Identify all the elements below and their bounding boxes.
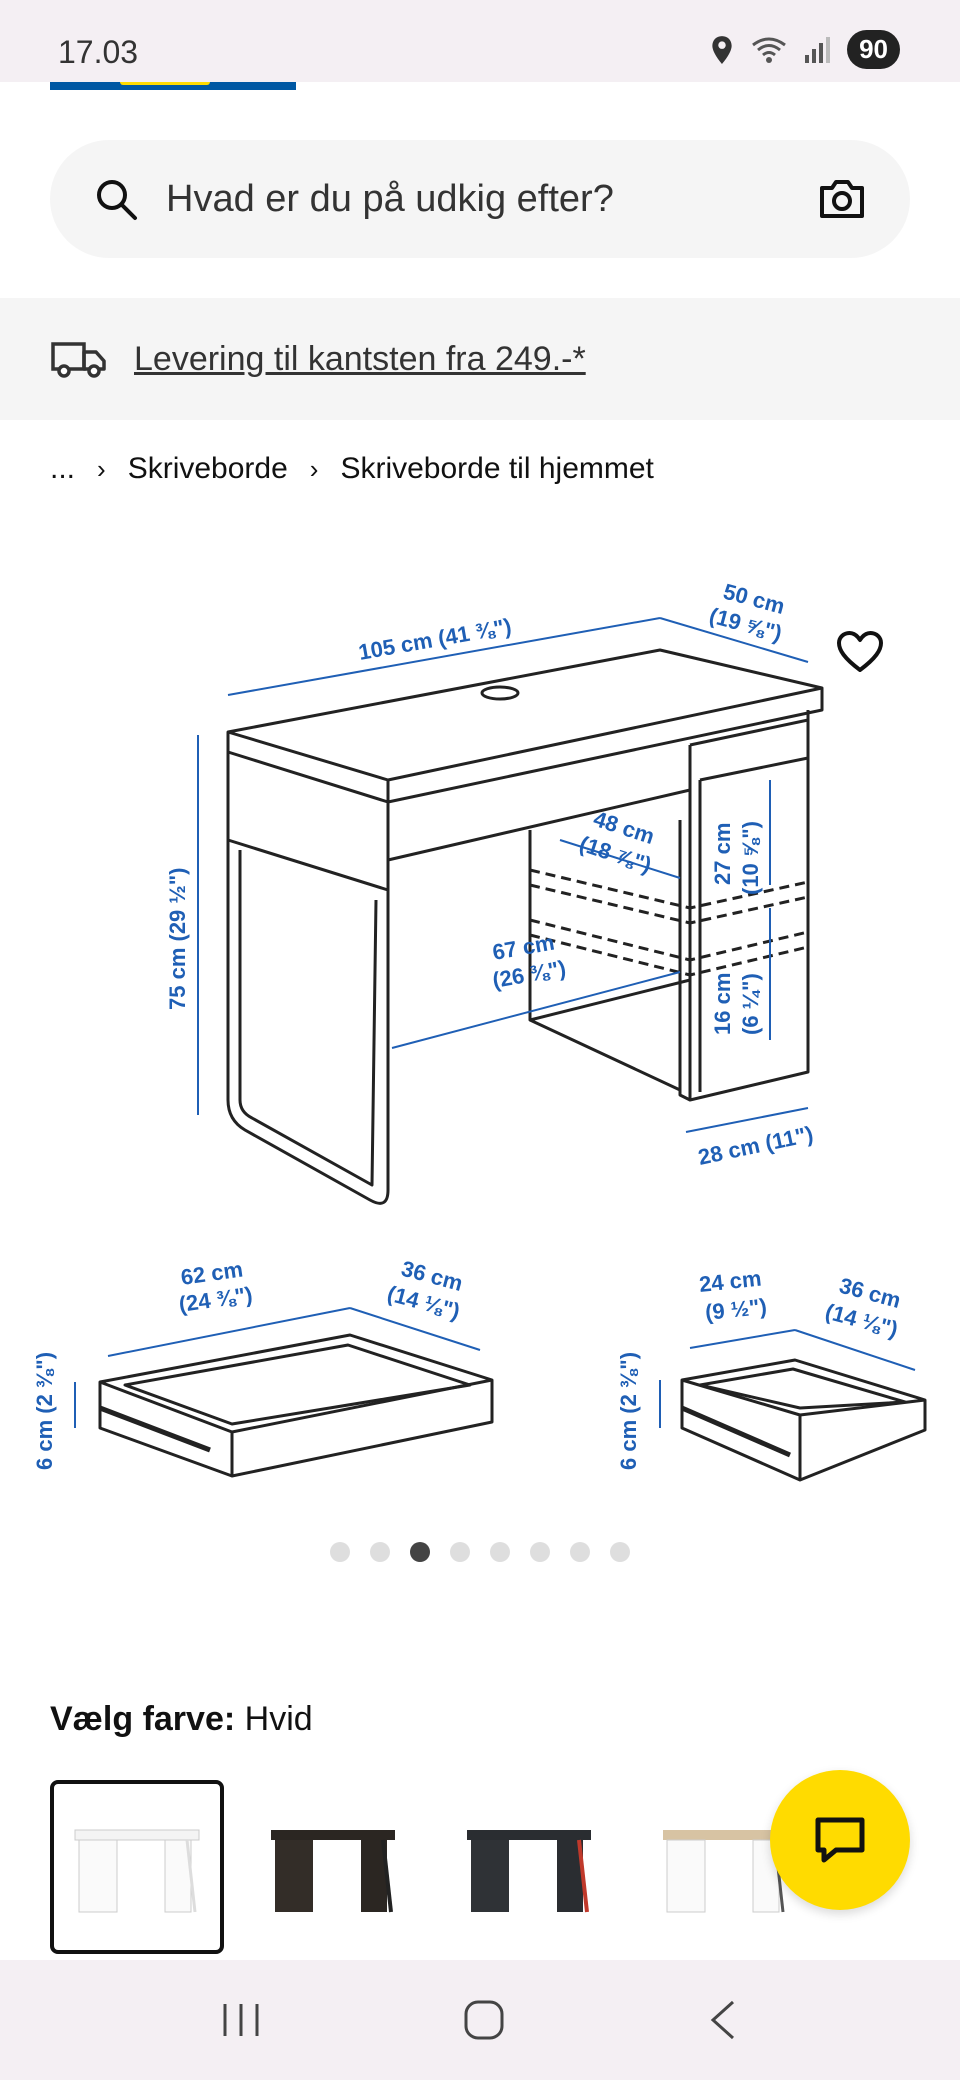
swatch-black-brown[interactable] — [246, 1780, 420, 1954]
favorite-button[interactable] — [836, 630, 884, 679]
color-swatches — [50, 1780, 812, 1954]
delivery-banner: Levering til kantsten fra 249.-* — [0, 298, 960, 420]
chevron-right-icon: › — [309, 453, 319, 484]
swatch-anthracite-red[interactable] — [442, 1780, 616, 1954]
carousel-dot[interactable] — [450, 1542, 470, 1562]
color-selector-label: Vælg farve: Hvid — [50, 1700, 313, 1739]
color-value: Hvid — [244, 1700, 313, 1738]
carousel-dot[interactable] — [570, 1542, 590, 1562]
desk-black-brown-thumbnail — [271, 1830, 395, 1913]
home-icon[interactable] — [462, 1998, 506, 2042]
dimension-height: 75 cm (29 ½") — [165, 867, 190, 1010]
location-icon — [712, 35, 732, 64]
carousel-dot[interactable] — [370, 1542, 390, 1562]
chevron-right-icon: › — [97, 453, 106, 484]
desk-white-thumbnail — [74, 1829, 200, 1913]
camera-icon[interactable] — [818, 178, 866, 220]
drawer2-width-inch: (9 ½") — [704, 1294, 768, 1325]
breadcrumb-ellipsis[interactable]: ... — [50, 452, 76, 485]
carousel-dot[interactable] — [490, 1542, 510, 1562]
desk-anthracite-red-thumbnail — [467, 1830, 591, 1913]
drawer1-height: 6 cm (2 ⅜") — [32, 1352, 57, 1470]
dimension-shelf-lower-inch: (6 ¼") — [738, 973, 763, 1035]
truck-icon — [51, 342, 106, 378]
chat-button[interactable] — [770, 1770, 910, 1910]
dimension-shelf-upper-inch: (10 ⅝") — [738, 821, 763, 895]
breadcrumb-item-skriveborde[interactable]: Skriveborde — [127, 452, 288, 485]
carousel-dot-active[interactable] — [410, 1542, 430, 1562]
dimension-cabinet-width: 28 cm (11") — [696, 1121, 815, 1170]
back-icon[interactable] — [705, 1998, 741, 2042]
carousel-dot[interactable] — [330, 1542, 350, 1562]
carousel-dot[interactable] — [610, 1542, 630, 1562]
breadcrumb-item-skriveborde-til-hjemmet[interactable]: Skriveborde til hjemmet — [340, 452, 654, 485]
chat-icon — [815, 1817, 865, 1863]
carousel-dot[interactable] — [530, 1542, 550, 1562]
breadcrumb: ... › Skriveborde › Skriveborde til hjem… — [50, 452, 654, 486]
drawer2-height: 6 cm (2 ⅜") — [616, 1352, 641, 1470]
product-dimension-image[interactable]: 105 cm (41 ⅜") 50 cm (19 ⅝") 75 cm (29 ½… — [0, 540, 960, 1500]
battery-indicator: 90 — [847, 30, 900, 69]
status-icons: 90 — [709, 30, 900, 69]
swatch-white[interactable] — [50, 1780, 224, 1954]
recent-apps-icon[interactable] — [219, 2000, 263, 2040]
brand-strip — [50, 82, 296, 90]
heart-icon — [837, 631, 883, 672]
wifi-icon — [752, 37, 786, 63]
system-nav-bar — [0, 1960, 960, 2080]
search-icon — [97, 180, 137, 220]
dimension-shelf-lower: 16 cm — [710, 973, 735, 1035]
drawer2-width: 24 cm — [698, 1266, 763, 1297]
delivery-link[interactable]: Levering til kantsten fra 249.-* — [134, 339, 586, 378]
carousel-pagination — [330, 1542, 630, 1562]
dimension-shelf-upper: 27 cm — [710, 823, 735, 885]
status-time: 17.03 — [58, 34, 139, 70]
status-bar: 17.03 90 — [0, 0, 960, 82]
color-label: Vælg farve: — [50, 1700, 236, 1738]
search-input[interactable]: Hvad er du på udkig efter? — [166, 177, 614, 220]
search-bar[interactable]: Hvad er du på udkig efter? — [50, 140, 910, 258]
signal-icon — [805, 36, 831, 63]
